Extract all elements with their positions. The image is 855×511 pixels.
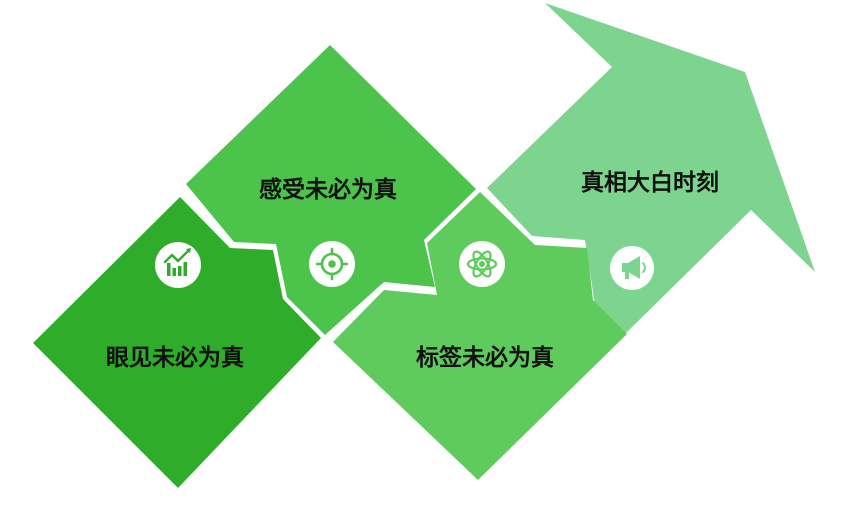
- step-3-label: 标签未必为真: [416, 344, 554, 371]
- step-4-arrow: [487, 3, 815, 334]
- step-1-label: 眼见未必为真: [106, 344, 244, 371]
- step-1-block: [33, 197, 321, 488]
- megaphone-icon: [610, 246, 654, 290]
- step-3-block: [333, 192, 627, 480]
- step-4-label: 真相大白时刻: [581, 169, 719, 196]
- step-2-block: [186, 45, 476, 335]
- trend-chart-icon: [155, 242, 201, 288]
- target-icon: [309, 241, 355, 287]
- atom-icon: [459, 241, 505, 287]
- step-2-label: 感受未必为真: [259, 176, 397, 203]
